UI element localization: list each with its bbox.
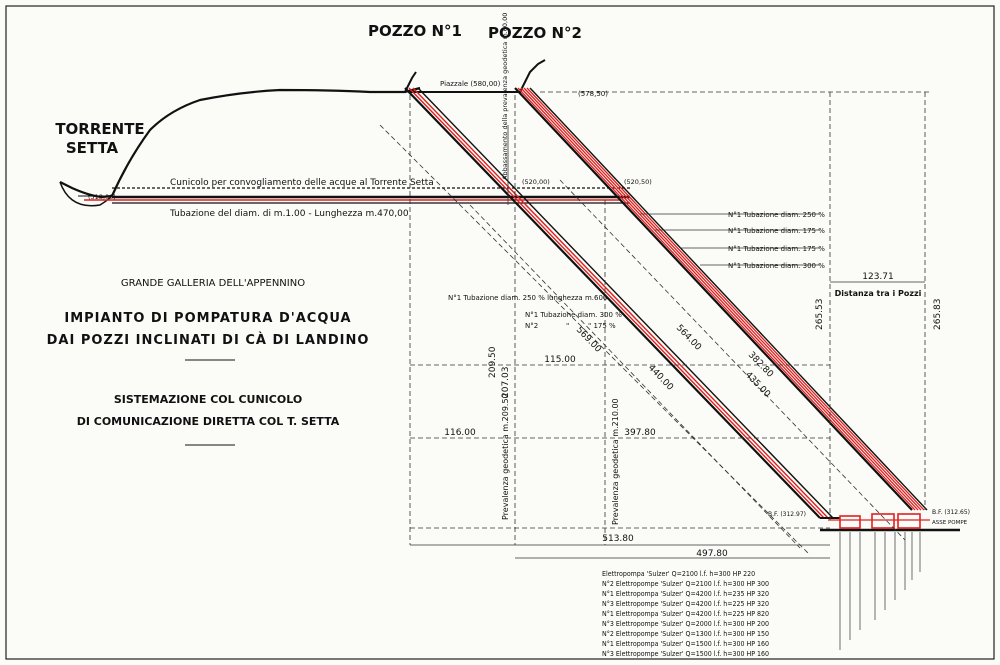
dim-115: 115.00 (544, 355, 576, 365)
piazzale-label: Piazzale (580,00) (440, 80, 501, 88)
cunicolo-label: Cunicolo per convogliamento delle acque … (170, 178, 434, 188)
hill-profile (59, 86, 421, 199)
hill-profile-right (410, 59, 546, 93)
pump-line-6: N°3 Elettropompe 'Sulzer' Q=2000 l.f. h=… (602, 620, 769, 628)
pozzo-1-label: POZZO N°1 (368, 22, 462, 40)
level-520-label: (520,00) (522, 178, 550, 186)
galleria-label: GRANDE GALLERIA DELL'APPENNINO (121, 278, 305, 289)
pipe2-label-4: N°1 Tubazione diam. 300 % (728, 262, 825, 270)
dim-123-71: 123.71 (862, 272, 894, 282)
drawing-frame (5, 5, 995, 660)
torrente-label-1: TORRENTE (55, 120, 144, 138)
leader-lines (640, 213, 921, 650)
pump-line-7: N°2 Elettropompe 'Sulzer' Q=1300 l.f. h=… (602, 630, 769, 638)
abbassamento-label: Abbassamento della prevalenza geodetica … (501, 13, 509, 180)
dim-207-03: 207.03 (501, 367, 511, 399)
pump-list: Elettropompa 'Sulzer' Q=2100 l.f. h=300 … (602, 570, 769, 658)
pump-line-9: N°3 Elettropompe 'Sulzer' Q=1500 l.f. h=… (602, 650, 769, 658)
title-line-2: DAI POZZI INCLINATI DI CÀ DI LANDINO (47, 332, 370, 348)
pump-line-5: N°1 Elettropompa 'Sulzer' Q=4200 l.f. h=… (602, 610, 769, 618)
subtitle-line-2: DI COMUNICAZIONE DIRETTA COL T. SETTA (77, 415, 340, 428)
pipe1-label-3b: " (566, 322, 569, 330)
distanza-label: Distanza tra i Pozzi (835, 289, 922, 298)
pipe2-label-3: N°1 Tubazione diam. 175 % (728, 245, 825, 253)
level-518-label: (518,00) (88, 193, 116, 201)
dim-265-53: 265.53 (815, 299, 825, 331)
level-520-50-label: (520,50) (624, 178, 652, 186)
dim-209-50: 209.50 (488, 346, 498, 378)
pipe1-label-3a: N°2 (525, 322, 538, 330)
riverbed (59, 181, 113, 207)
pipe2-label-1: N°1 Tubazione diam. 250 % (728, 211, 825, 219)
dim-497-80: 497.80 (696, 549, 728, 559)
pozzo-2-label: POZZO N°2 (488, 24, 582, 42)
pump-station (820, 513, 960, 532)
level-578-label: (578,50) (578, 90, 608, 98)
dimension-lines (379, 91, 930, 559)
pipe1-label-1: N°1 Tubazione diam. 250 % lunghezza m.60… (448, 294, 607, 302)
geodetica-1-label: Prevalenza geodetica m.209.50 (501, 393, 510, 520)
pump-line-3: N°1 Elettropompa 'Sulzer' Q=4200 l.f. h=… (602, 590, 769, 598)
torrente-label-2: SETTA (66, 139, 119, 157)
pipe1-label-3c: " 175 % (588, 322, 616, 330)
pipe2-label-2: N°1 Tubazione diam. 175 % (728, 227, 825, 235)
subtitle-line-1: SISTEMAZIONE COL CUNICOLO (114, 393, 302, 406)
dim-440: 440.00 (646, 363, 675, 393)
pipe1-label-2: N°1 Tubazione diam. 300 % (525, 311, 622, 319)
bf-2-label: B.F. (312.65) (932, 509, 970, 516)
dim-564: 564.00 (674, 323, 703, 353)
dim-513-80: 513.80 (602, 534, 634, 544)
asse-pompe-label: ASSE POMPE (932, 520, 968, 526)
bf-1-label: B.F. (312.97) (768, 511, 806, 518)
pump-line-8: N°1 Elettropompa 'Sulzer' Q=1500 l.f. h=… (602, 640, 769, 648)
pump-line-4: N°3 Elettropompe 'Sulzer' Q=4200 l.f. h=… (602, 600, 769, 608)
tubazione-main-label: Tubazione del diam. di m.1.00 - Lunghezz… (169, 209, 409, 219)
shaft-pozzo-1 (404, 87, 840, 519)
title-line-1: IMPIANTO DI POMPATURA D'ACQUA (64, 311, 351, 326)
shaft-pozzo-2 (514, 87, 928, 511)
pump-line-2: N°2 Elettropompe 'Sulzer' Q=2100 l.f. h=… (602, 580, 769, 588)
geodetica-2-label: Prevalenza geodetica m.210.00 (611, 398, 620, 525)
hill-profile-left-notch (404, 71, 417, 93)
pump-line-1: Elettropompa 'Sulzer' Q=2100 l.f. h=300 … (602, 570, 755, 578)
dim-265-83: 265.83 (933, 299, 943, 331)
dim-397-80: 397.80 (624, 428, 656, 438)
dim-116: 116.00 (444, 428, 476, 438)
